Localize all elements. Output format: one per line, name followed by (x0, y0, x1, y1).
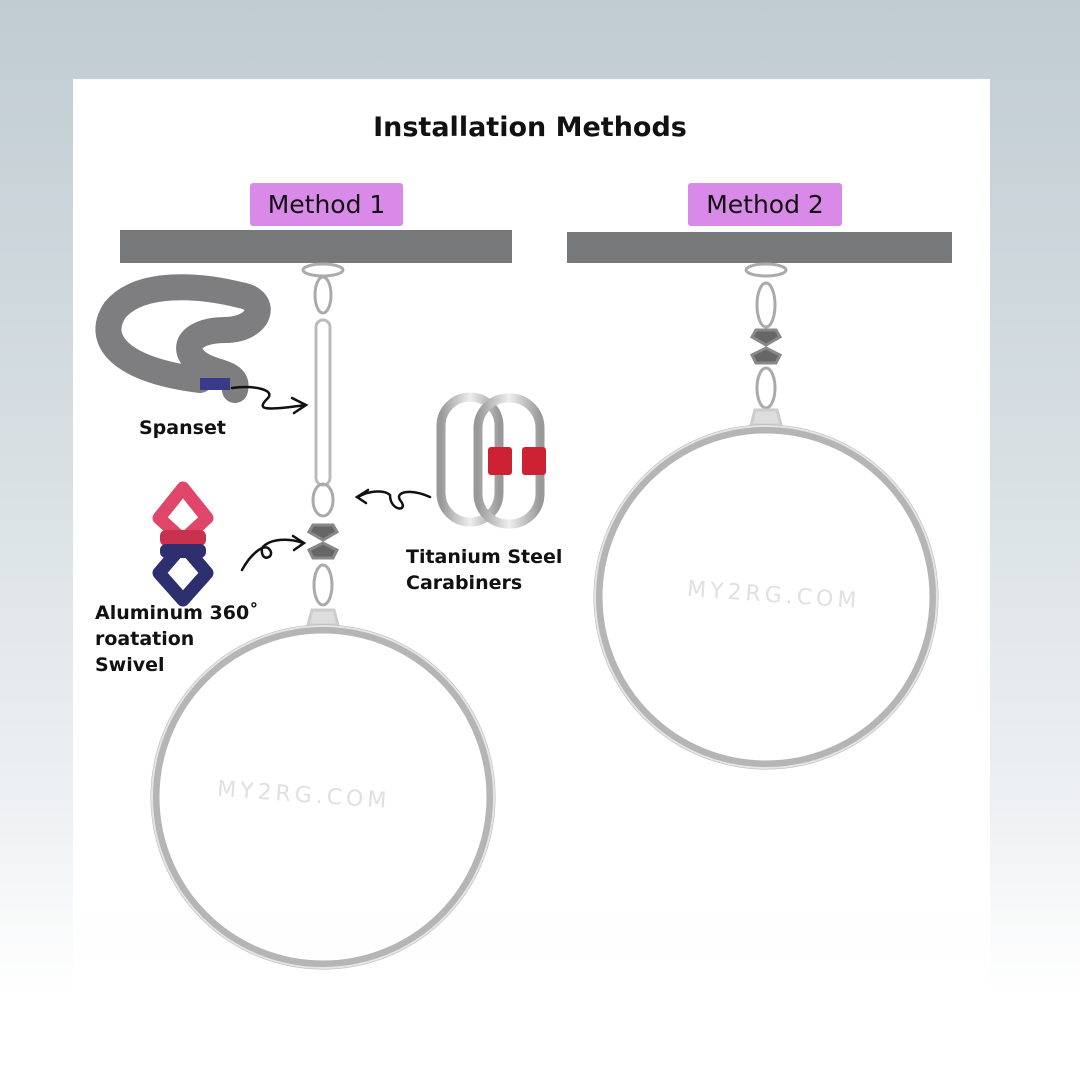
swivel-label-line3: Swivel (95, 654, 165, 676)
ceiling-beam-1 (120, 230, 512, 263)
method-1-rigging (301, 262, 345, 627)
ceiling-beam-2 (567, 232, 952, 263)
aerial-hoop-1 (150, 624, 496, 970)
swivel-label-line1: Aluminum 360˚ (95, 602, 259, 624)
spanset-arrow-icon (230, 385, 309, 415)
swivel-label: Aluminum 360˚ roatation Swivel (95, 600, 259, 678)
carabiners-label-line1: Titanium Steel (406, 546, 563, 568)
arrows (230, 385, 432, 572)
aerial-hoop-2 (593, 424, 939, 770)
page-title: Installation Methods (373, 112, 687, 143)
method-2-badge: Method 2 (688, 183, 842, 226)
method-2-rigging (744, 262, 788, 427)
swivel-image (152, 481, 214, 607)
carabiners-label-line2: Carabiners (406, 572, 523, 594)
carabiners-label: Titanium Steel Carabiners (406, 544, 562, 596)
swivel-arrow-icon (240, 534, 307, 572)
swivel-label-line2: roatation (95, 628, 195, 650)
spanset-label: Spanset (139, 417, 226, 439)
spanset-image (95, 274, 271, 403)
method-1-badge: Method 1 (250, 183, 403, 226)
carabiner-arrow-icon (354, 488, 432, 510)
